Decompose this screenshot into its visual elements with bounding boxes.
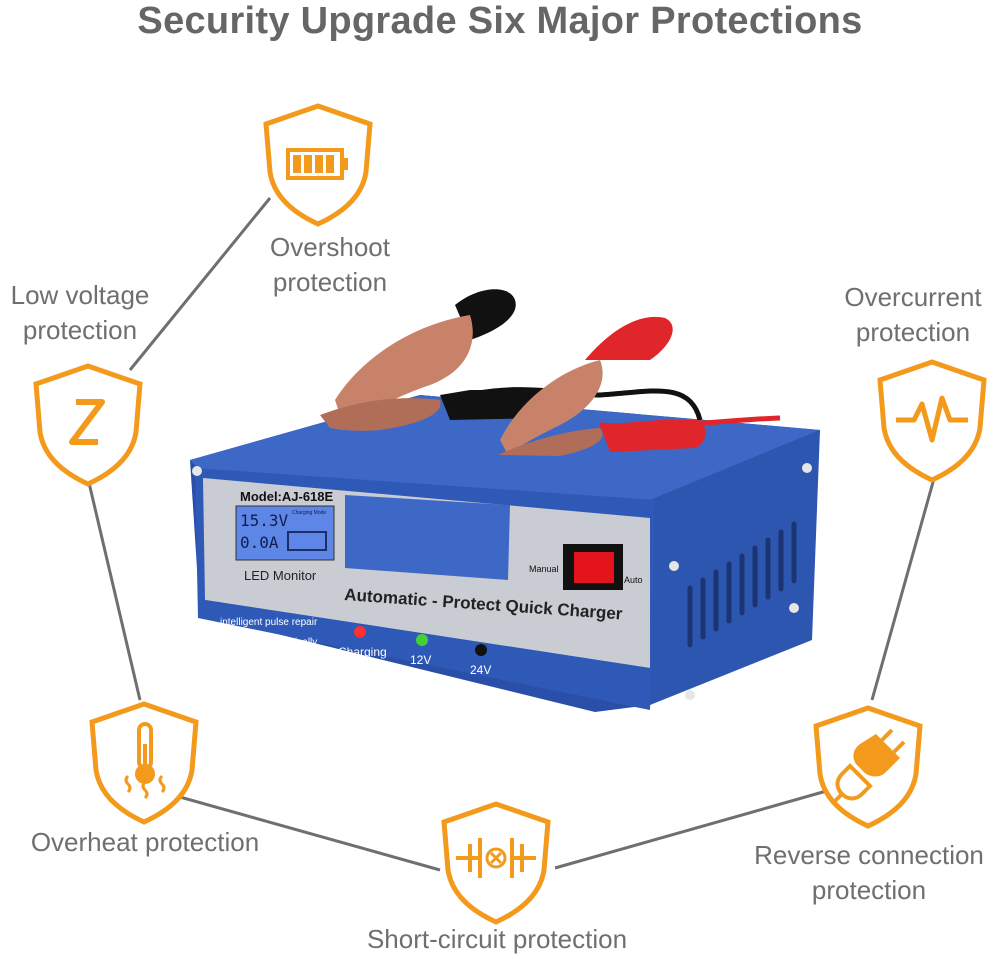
battery-charger <box>190 289 820 712</box>
plug-icon <box>813 705 923 829</box>
indicator-24v-label: 24V <box>470 663 491 677</box>
pulse-wave-icon <box>877 359 987 483</box>
label-overheat: Overheat protection <box>30 827 260 857</box>
lcd-current: 0.0A <box>240 533 279 552</box>
short-circuit-icon <box>441 801 551 925</box>
zigzag-voltage-icon <box>33 363 143 487</box>
thermometer-icon <box>89 701 199 825</box>
label-short-circuit: Short-circuit protection <box>366 924 628 954</box>
page-title: Security Upgrade Six Major Protections <box>137 0 863 42</box>
lcd-mode: Charging Mode <box>292 510 326 516</box>
feature-auto-voltage: 12V24V Automatically <box>220 637 317 648</box>
indicator-charging-label: Charging <box>338 645 387 659</box>
connector-lines <box>84 197 937 872</box>
lcd-caption: LED Monitor <box>244 568 317 583</box>
charger-model: Model:AJ-618E <box>240 489 334 504</box>
lcd-voltage: 15.3V <box>240 511 289 530</box>
switch-auto-label: Auto <box>624 575 643 585</box>
switch-manual-label: Manual <box>529 564 559 574</box>
indicator-12v-label: 12V <box>410 653 431 667</box>
battery-icon <box>263 103 373 227</box>
feature-pulse-repair: intelligent pulse repair <box>220 617 318 628</box>
